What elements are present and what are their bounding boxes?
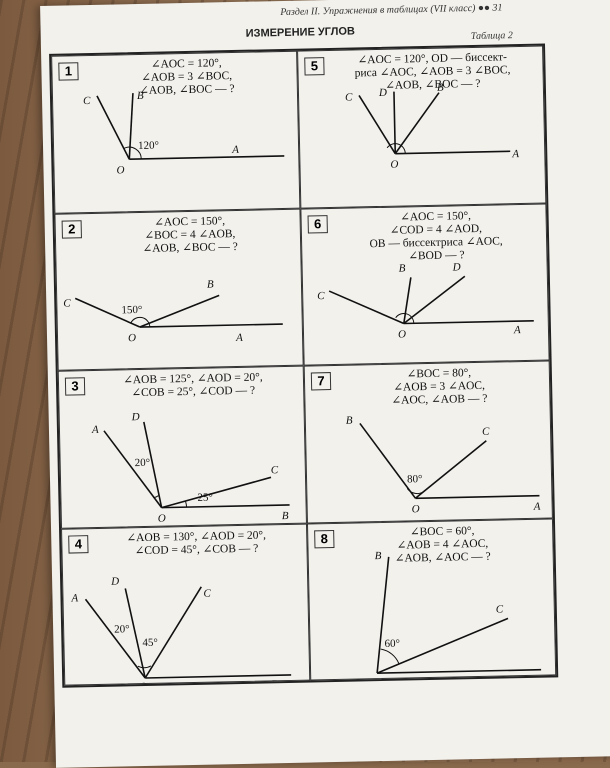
point-label: C bbox=[482, 426, 490, 438]
point-label: O bbox=[116, 164, 124, 176]
table-label: Таблица 2 bbox=[470, 30, 513, 43]
running-head: Раздел II. Упражнения в таблицах (VII кл… bbox=[280, 2, 503, 19]
task-text: ∠BOC = 80°,∠AOB = 3 ∠AOC,∠AOC, ∠AOB — ? bbox=[391, 367, 488, 407]
task-text: ∠BOC = 60°,∠AOB = 4 ∠AOC,∠AOB, ∠AOC — ? bbox=[394, 524, 491, 565]
point-label: O bbox=[398, 328, 406, 340]
task-number: 6 bbox=[307, 214, 328, 233]
angle-figure-3: A D C O B 20° 25° bbox=[91, 411, 290, 525]
point-label: D bbox=[378, 87, 387, 99]
task-cell-4: A D C O B 20° 45° 4 ∠AOB = 130°, ∠AOD = … bbox=[61, 523, 311, 686]
task-text: ∠AOC = 150°,∠BOC = 4 ∠AOB,∠AOB, ∠BOC — ? bbox=[142, 214, 238, 255]
angle-figure-1: C B O A 120° bbox=[83, 90, 285, 176]
point-label: C bbox=[496, 603, 504, 615]
task-text: ∠AOC = 120°, OD — биссект-риса ∠AOC, ∠AO… bbox=[354, 51, 511, 92]
task-cell-8: B C O A 60° 8 ∠BOC = 60°,∠AOB = 4 ∠AOC,∠… bbox=[306, 517, 557, 681]
task-cell-3: A D C O B 20° 25° 3 ∠AOB = 125°, ∠AOD = … bbox=[57, 365, 307, 529]
task-cell-5: C D B O A 5 ∠AOC = 120°, OD — биссект-ри… bbox=[297, 45, 547, 209]
point-label: A bbox=[70, 592, 78, 604]
point-label: A bbox=[235, 331, 243, 343]
point-label: B bbox=[399, 262, 406, 274]
angle-label: 150° bbox=[121, 303, 142, 315]
angle-figure-5: C D B O A bbox=[345, 82, 519, 171]
task-number: 4 bbox=[68, 534, 89, 554]
point-label: A bbox=[513, 324, 521, 336]
point-label: C bbox=[317, 290, 325, 302]
point-label: D bbox=[110, 575, 119, 587]
point-label: O bbox=[390, 159, 398, 171]
point-label: B bbox=[207, 278, 214, 290]
point-label: C bbox=[83, 95, 91, 107]
point-label: O bbox=[412, 503, 420, 515]
point-label: C bbox=[271, 464, 279, 476]
exercise-table: C B O A 120° 1 ∠AOC = 120°,∠AOB = 3 ∠BOC… bbox=[49, 43, 559, 688]
point-label: B bbox=[282, 510, 289, 522]
angle-label: 60° bbox=[384, 637, 400, 649]
task-number: 3 bbox=[64, 377, 86, 396]
angle-label: 45° bbox=[142, 636, 158, 648]
angle-figure-4: A D C O B 20° 45° bbox=[70, 575, 292, 684]
task-text: ∠AOB = 125°, ∠AOD = 20°,∠COB = 25°, ∠COD… bbox=[123, 371, 263, 400]
angle-figure-8: B C O A 60° bbox=[369, 550, 542, 679]
angle-label: 120° bbox=[138, 140, 159, 152]
task-number: 2 bbox=[61, 219, 82, 239]
point-label: B bbox=[137, 90, 144, 102]
angle-label: 25° bbox=[197, 492, 213, 504]
task-number: 7 bbox=[310, 372, 332, 391]
angle-figure-2: C B O A 150° bbox=[63, 278, 283, 344]
point-label: D bbox=[452, 261, 461, 273]
textbook-page: Раздел II. Упражнения в таблицах (VII кл… bbox=[40, 0, 610, 768]
task-number: 1 bbox=[58, 62, 79, 81]
point-label: B bbox=[346, 415, 353, 427]
point-label: C bbox=[63, 297, 71, 309]
point-label: O bbox=[139, 680, 147, 684]
point-label: C bbox=[345, 92, 353, 104]
point-label: A bbox=[533, 501, 541, 513]
point-label: B bbox=[271, 678, 278, 684]
task-cell-7: B C O A 80° 7 ∠BOC = 80°,∠AOB = 3 ∠AOC,∠… bbox=[303, 360, 553, 524]
section-title: ИЗМЕРЕНИЕ УГЛОВ bbox=[245, 25, 356, 40]
task-cell-2: C B O A 150° 2 ∠AOC = 150°,∠BOC = 4 ∠AOB… bbox=[54, 208, 304, 371]
point-label: A bbox=[91, 424, 99, 436]
angle-figure-7: B C O A 80° bbox=[346, 415, 541, 516]
point-label: O bbox=[128, 332, 136, 344]
point-label: A bbox=[528, 674, 536, 679]
point-label: B bbox=[437, 82, 444, 94]
angle-label: 20° bbox=[114, 623, 130, 635]
task-cell-1: C B O A 120° 1 ∠AOC = 120°,∠AOB = 3 ∠BOC… bbox=[51, 50, 301, 214]
task-number: 5 bbox=[304, 57, 325, 76]
task-number: 8 bbox=[314, 529, 335, 548]
point-label: O bbox=[369, 678, 377, 679]
point-label: B bbox=[375, 550, 382, 562]
point-label: O bbox=[158, 513, 166, 525]
task-text: ∠AOC = 150°,∠COD = 4 ∠AOD,OB — биссектри… bbox=[369, 209, 503, 262]
point-label: A bbox=[231, 144, 239, 156]
angle-figure-6: C B D O A bbox=[317, 261, 534, 340]
angle-label: 20° bbox=[135, 457, 151, 469]
point-label: C bbox=[203, 587, 211, 599]
point-label: A bbox=[511, 148, 519, 160]
point-label: D bbox=[131, 411, 140, 423]
task-text: ∠AOB = 130°, ∠AOD = 20°,∠COD = 45°, ∠COB… bbox=[126, 528, 267, 557]
task-text: ∠AOC = 120°,∠AOB = 3 ∠BOC,∠AOB, ∠BOC — ? bbox=[139, 57, 235, 97]
task-cell-6: C B D O A 6 ∠AOC = 150°,∠COD = 4 ∠AOD,OB… bbox=[300, 202, 550, 366]
angle-label: 80° bbox=[407, 473, 423, 485]
